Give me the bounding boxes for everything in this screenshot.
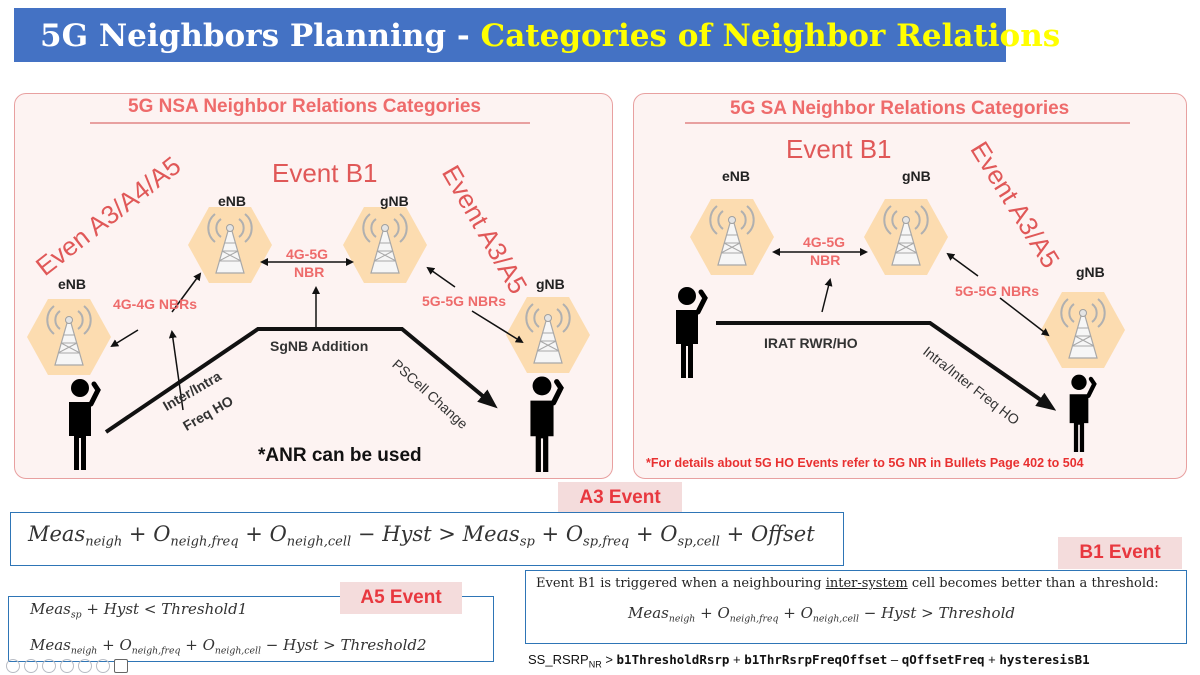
nsa-user-left-icon <box>69 379 98 470</box>
nsa-5g-5g-nbrs: 5G-5G NBRs <box>422 293 507 309</box>
nsa-user-right-icon <box>530 376 560 472</box>
a3-event-tag: A3 Event <box>558 482 682 514</box>
sa-enb-icon <box>689 198 775 276</box>
anr-note: *ANR can be used <box>258 445 422 466</box>
nsa-enb-top-icon <box>187 206 273 284</box>
sa-4g-5g-label-2: NBR <box>810 252 841 268</box>
nsa-gnb-top-icon <box>342 206 428 284</box>
nsa-4g-4g-nbrs: 4G-4G NBRs <box>113 296 198 312</box>
title-part1: 5G Neighbors Planning - <box>40 18 481 54</box>
camera-icon[interactable] <box>114 658 128 673</box>
nsa-gnb-right-icon <box>505 296 591 374</box>
sa-panel <box>633 93 1187 479</box>
b1-description: Event B1 is triggered when a neighbourin… <box>536 576 1159 591</box>
b1-formula: Measneigh + Oneigh,freq + Oneigh,cell − … <box>628 604 1015 625</box>
b1-event-tag: B1 Event <box>1058 537 1182 569</box>
previous-slide-icon[interactable] <box>6 658 20 673</box>
zoom-icon[interactable] <box>60 658 74 673</box>
sa-enb-label: eNB <box>722 168 751 184</box>
sa-4g-5g-label-1: 4G-5G <box>803 234 846 250</box>
nsa-gnb-right-label: gNB <box>536 276 565 292</box>
a3-formula: Measneigh + Oneigh,freq + Oneigh,cell − … <box>28 522 815 550</box>
nsa-enb-left-label: eNB <box>58 276 87 292</box>
sa-5g-5g-nbrs: 5G-5G NBRs <box>955 283 1040 299</box>
sa-gnb-right-icon <box>1040 291 1126 369</box>
sa-gnb-top-icon <box>863 198 949 276</box>
sa-details-note: *For details about 5G HO Events refer to… <box>646 456 1084 470</box>
nsa-gnb-top-label: gNB <box>380 193 409 209</box>
nsa-4g-5g-label-1: 4G-5G <box>286 246 329 262</box>
next-slide-icon[interactable] <box>24 658 38 673</box>
nsa-enb-left-icon <box>26 298 112 376</box>
nsa-heading: 5G NSA Neighbor Relations Categories <box>128 96 481 117</box>
sa-gnb-top-label: gNB <box>902 168 931 184</box>
pen-icon[interactable] <box>42 658 56 673</box>
slide-controls <box>6 657 132 673</box>
more-options-icon[interactable] <box>96 658 110 673</box>
sa-heading: 5G SA Neighbor Relations Categories <box>730 98 1070 119</box>
a5-event-tag: A5 Event <box>340 582 462 614</box>
a5-formula-1: Meassp + Hyst < Threshold1 <box>30 600 248 621</box>
page-title: 5G Neighbors Planning - Categories of Ne… <box>40 10 1060 62</box>
title-part2: Categories of Neighbor Relations <box>480 18 1061 54</box>
nsa-sgnb-addition: SgNB Addition <box>270 338 369 354</box>
a5-formula-2: Measneigh + Oneigh,freq + Oneigh,cell − … <box>30 636 427 657</box>
nsa-panel <box>14 93 613 479</box>
nsa-event-b1: Event B1 <box>272 158 378 188</box>
b1-parameter-equation: SS_RSRPNR > b1ThresholdRsrp + b1ThrRsrpF… <box>528 652 1090 670</box>
sa-irat-label: IRAT RWR/HO <box>764 335 858 351</box>
nsa-heading-underline <box>90 122 530 124</box>
title-bar <box>14 8 1006 62</box>
sa-user-left-icon <box>676 287 705 378</box>
a3-formula-box <box>10 512 844 566</box>
sa-gnb-right-label: gNB <box>1076 264 1105 280</box>
b1-formula-box <box>525 570 1187 644</box>
sa-heading-underline <box>685 122 1130 124</box>
nsa-4g-5g-label-2: NBR <box>294 264 325 280</box>
sa-user-right-icon <box>1070 375 1095 452</box>
nsa-enb-top-label: eNB <box>218 193 247 209</box>
sa-event-b1: Event B1 <box>786 134 892 164</box>
subtitle-icon[interactable] <box>78 658 92 673</box>
